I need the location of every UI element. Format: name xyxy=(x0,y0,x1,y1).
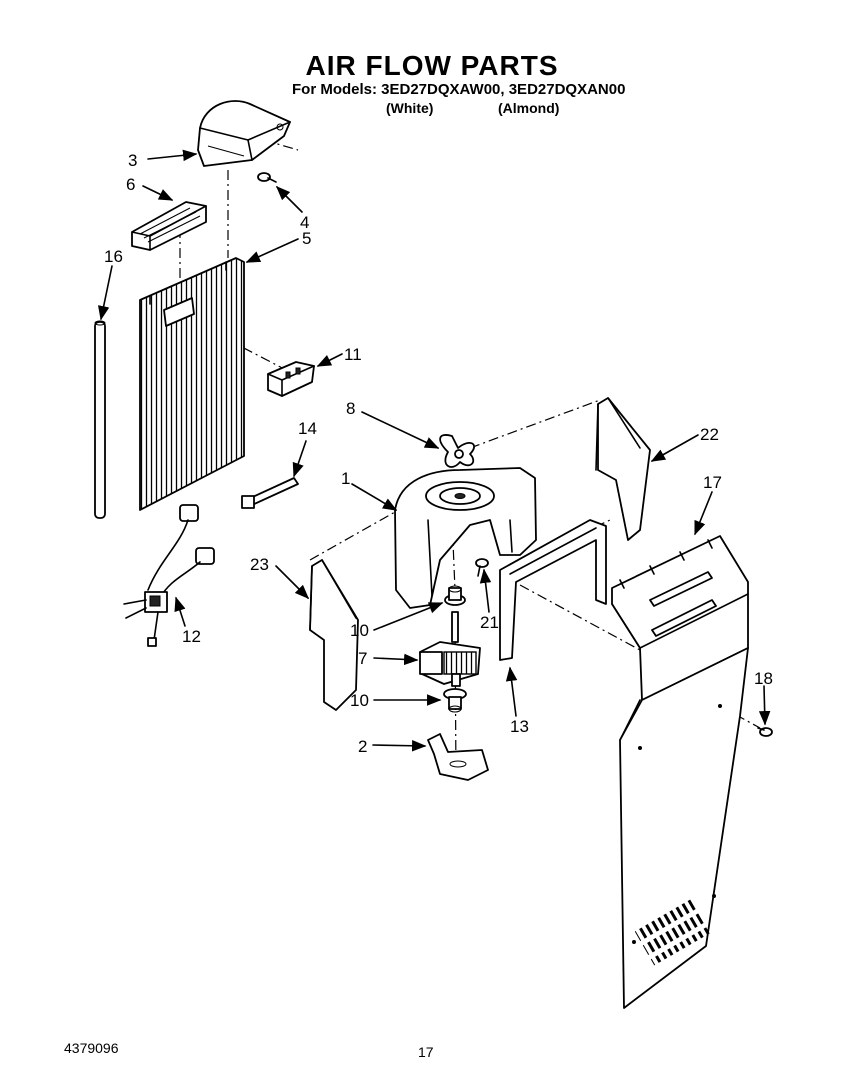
callout-13: 13 xyxy=(510,717,529,736)
callout-11: 11 xyxy=(344,345,362,364)
part-1-fan-shroud xyxy=(394,467,537,609)
part-10-grommet-upper xyxy=(444,585,466,606)
callout-21: 21 xyxy=(480,613,499,632)
callout-10-upper: 10 xyxy=(350,621,369,640)
part-14-rod xyxy=(241,477,299,509)
part-5-air-tower-panel xyxy=(139,257,245,511)
part-21-screw xyxy=(475,558,489,577)
callout-16: 16 xyxy=(104,247,123,266)
document-number: 4379096 xyxy=(64,1040,119,1056)
callout-7: 7 xyxy=(358,649,367,668)
callout-18: 18 xyxy=(754,669,773,688)
callout-10-lower: 10 xyxy=(350,691,369,710)
callout-14: 14 xyxy=(298,419,317,438)
part-18-screw xyxy=(757,727,773,737)
page-number: 17 xyxy=(418,1044,434,1060)
callout-3: 3 xyxy=(128,151,137,170)
callout-8: 8 xyxy=(346,399,355,418)
callout-1: 1 xyxy=(341,469,350,488)
callout-22: 22 xyxy=(700,425,719,444)
part-3-duct-cover xyxy=(197,100,291,167)
callout-2: 2 xyxy=(358,737,367,756)
part-16-foam-strip xyxy=(94,320,106,519)
part-17-rear-duct xyxy=(611,535,749,1009)
callout-4: 4 xyxy=(300,213,309,232)
part-13-channel xyxy=(499,519,607,661)
diagram-title: AIR FLOW PARTS xyxy=(305,50,559,81)
part-10-grommet-lower xyxy=(443,688,467,713)
callout-5: 5 xyxy=(302,229,311,248)
callout-leaders xyxy=(97,149,771,752)
part-8-fan-blade xyxy=(439,434,475,468)
callout-17: 17 xyxy=(703,473,722,492)
part-7-fan-motor xyxy=(419,611,481,687)
callout-numbers: 3 6 4 5 16 11 8 14 22 1 17 23 21 10 12 7… xyxy=(104,151,773,756)
part-22-duct-side xyxy=(595,397,651,541)
callout-6: 6 xyxy=(126,175,135,194)
variant-white: (White) xyxy=(386,100,434,116)
models-line: For Models: 3ED27DQXAW00, 3ED27DQXAN00 xyxy=(292,81,626,98)
part-23-duct-side xyxy=(309,559,359,711)
callout-23: 23 xyxy=(250,555,269,574)
part-4-screw xyxy=(257,172,277,183)
part-2-motor-bracket xyxy=(427,733,489,781)
variant-almond: (Almond) xyxy=(498,100,560,116)
part-6-grille xyxy=(131,201,207,251)
callout-12: 12 xyxy=(182,627,201,646)
part-11-bracket xyxy=(267,361,315,397)
part-12-wiring-harness xyxy=(123,504,215,647)
